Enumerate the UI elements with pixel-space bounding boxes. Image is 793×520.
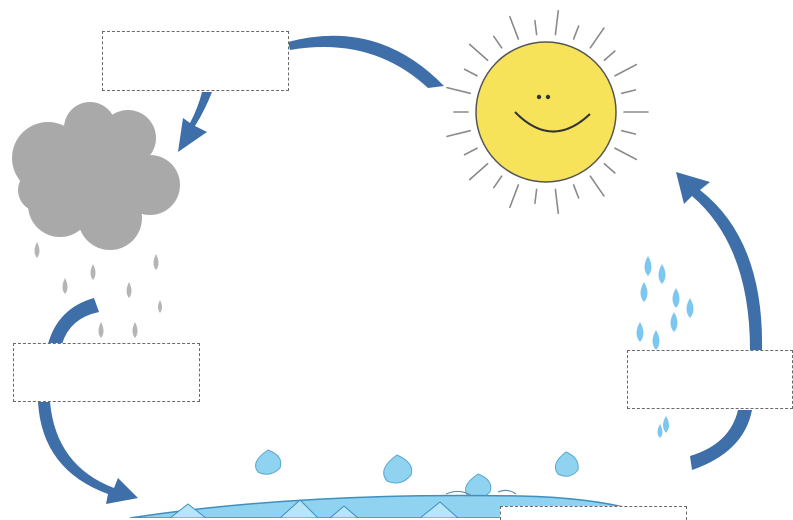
sun-ray: [470, 164, 488, 180]
sun-ray: [535, 21, 537, 35]
sun-ray: [590, 176, 604, 196]
sun-ray: [447, 131, 470, 137]
arrow-top-box-to-cloud: [178, 92, 212, 152]
sun-ray: [510, 17, 519, 39]
label-box-top[interactable]: [102, 31, 289, 91]
sun-icon: [447, 11, 648, 214]
sun-ray: [470, 44, 488, 60]
rain-icon: [35, 242, 163, 338]
sun-ray: [615, 65, 636, 76]
sun-ray: [622, 90, 636, 93]
sun-ray: [555, 189, 558, 213]
arrow-rain-to-left-box: [48, 298, 99, 344]
sun-ray: [590, 28, 604, 48]
sun-ray: [510, 185, 519, 207]
sun-ray: [447, 88, 470, 94]
label-box-left[interactable]: [13, 343, 200, 402]
sun-ray: [615, 148, 636, 159]
sun-ray: [465, 148, 477, 155]
arrow-water-to-right-box: [690, 410, 752, 470]
arrow-sun-to-top-box: [288, 36, 444, 88]
label-box-right[interactable]: [627, 350, 793, 409]
sun-ray: [604, 51, 614, 60]
sun-ray: [494, 176, 502, 188]
arrow-right-box-to-sun: [676, 172, 762, 350]
sun-ray: [574, 185, 579, 198]
sun-ray: [535, 189, 537, 203]
sun-ray: [574, 26, 579, 39]
arrow-left-box-to-water: [38, 402, 138, 504]
evaporation-droplets: [637, 256, 694, 438]
sun-ray: [555, 11, 558, 35]
sun-ray: [622, 131, 636, 134]
water-droplet-icon: [256, 450, 579, 498]
sun-ray: [465, 69, 477, 76]
sun-ray: [494, 36, 502, 48]
cloud-icon: [12, 102, 180, 250]
arrows: [38, 36, 762, 504]
sun-ray: [604, 164, 614, 173]
